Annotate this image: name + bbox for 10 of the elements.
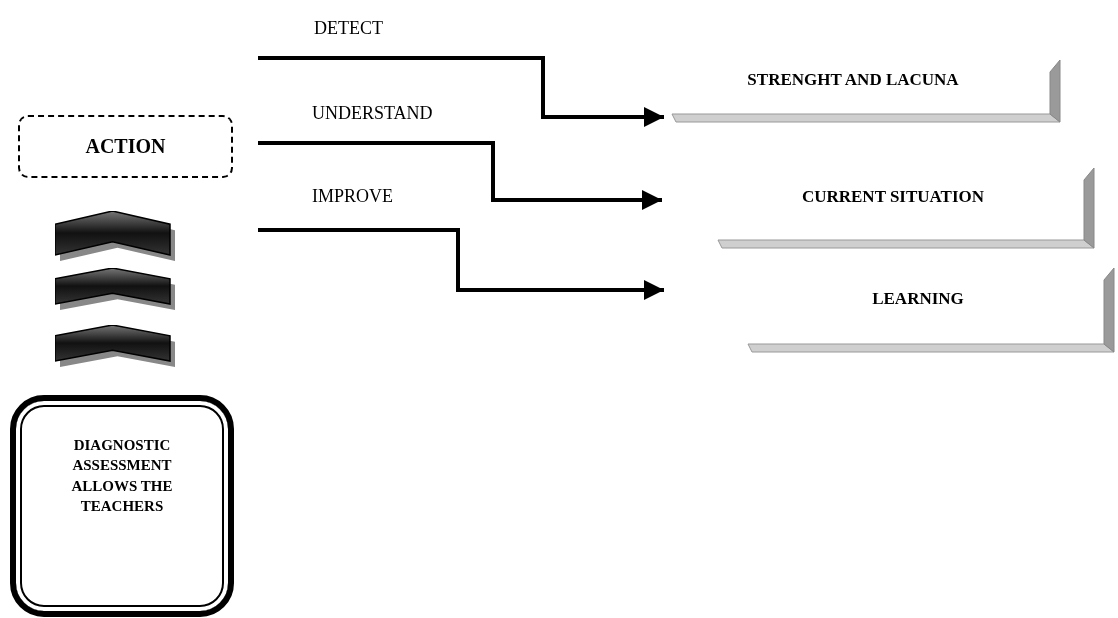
node-text: CURRENT SITUATION <box>801 185 985 208</box>
node-text: LEARNING <box>872 287 964 310</box>
double-border-box <box>10 395 234 617</box>
node-text: STRENGHT AND LACUNA <box>747 68 959 91</box>
node-text: ACTION <box>85 134 166 159</box>
arrow <box>258 141 662 210</box>
arrow <box>258 56 664 127</box>
dashed-box <box>18 115 233 178</box>
node-text: DIAGNOSTIC ASSESSMENT ALLOWS THE TEACHERS <box>70 436 174 516</box>
arrow <box>258 228 664 300</box>
